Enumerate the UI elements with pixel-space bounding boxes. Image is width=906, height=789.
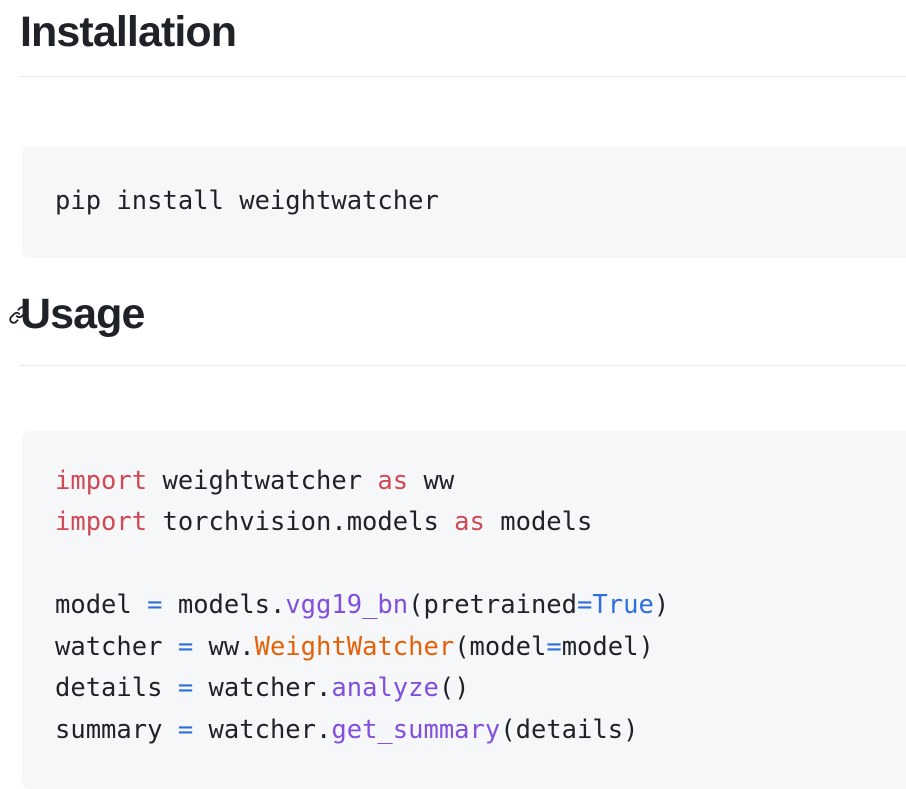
code-line: watcher = ww.WeightWatcher(model=model) <box>55 627 906 669</box>
code-token: True <box>592 590 654 621</box>
code-token: import <box>55 465 148 496</box>
page-title-installation: Installation <box>20 8 237 56</box>
code-token: ww. <box>193 631 255 662</box>
heading-divider-installation <box>20 76 906 77</box>
code-token: summary <box>55 715 178 746</box>
code-line: pip install weightwatcher <box>55 181 906 223</box>
code-token: (model <box>454 631 547 662</box>
code-token: = <box>177 673 194 704</box>
code-token: models <box>484 507 593 538</box>
code-token: get_summary <box>331 715 501 746</box>
code-token: analyze <box>331 673 439 704</box>
code-token: (details) <box>500 715 639 746</box>
code-token: () <box>438 673 470 704</box>
code-block-install[interactable]: pip install weightwatcher <box>22 145 906 258</box>
code-token: weightwatcher <box>147 465 378 496</box>
code-token: watcher. <box>193 715 332 746</box>
page-title-usage: Usage <box>20 290 145 338</box>
code-token: = <box>177 631 194 662</box>
code-token: WeightWatcher <box>254 631 455 662</box>
code-line-blank <box>55 544 906 586</box>
link-icon[interactable] <box>8 305 28 325</box>
code-token: watcher. <box>193 673 332 704</box>
heading-row-usage: Usage <box>9 290 145 338</box>
code-line: model = models.vgg19_bn(pretrained=True) <box>55 585 906 627</box>
link-icon-glyph <box>9 306 27 324</box>
markdown-document: Installation pip install weightwatcher U… <box>9 8 906 746</box>
code-token: watcher <box>55 631 178 662</box>
heading-row-installation: Installation <box>20 8 237 56</box>
code-token: details <box>55 673 178 704</box>
code-token: ) <box>653 590 670 621</box>
code-token: = <box>577 590 593 621</box>
code-token: = <box>147 590 163 621</box>
code-token: as <box>454 507 485 538</box>
code-token: (pretrained <box>408 590 578 621</box>
heading-divider-usage <box>20 365 906 366</box>
code-token: model) <box>561 631 654 662</box>
code-token: pip install weightwatcher <box>55 185 439 216</box>
code-line: import torchvision.models as models <box>55 502 906 544</box>
code-token: = <box>177 715 194 746</box>
code-line: summary = watcher.get_summary(details) <box>55 710 906 752</box>
code-token: as <box>377 465 409 496</box>
code-line: details = watcher.analyze() <box>55 668 906 710</box>
code-token: import <box>55 507 148 538</box>
code-token: = <box>546 631 562 662</box>
code-token: model <box>55 590 148 621</box>
code-line: import weightwatcher as ww <box>55 461 906 503</box>
code-token: ww <box>408 465 455 496</box>
code-token: vgg19_bn <box>285 590 409 621</box>
code-token: models. <box>162 590 286 621</box>
code-token: torchvision.models <box>147 507 455 538</box>
